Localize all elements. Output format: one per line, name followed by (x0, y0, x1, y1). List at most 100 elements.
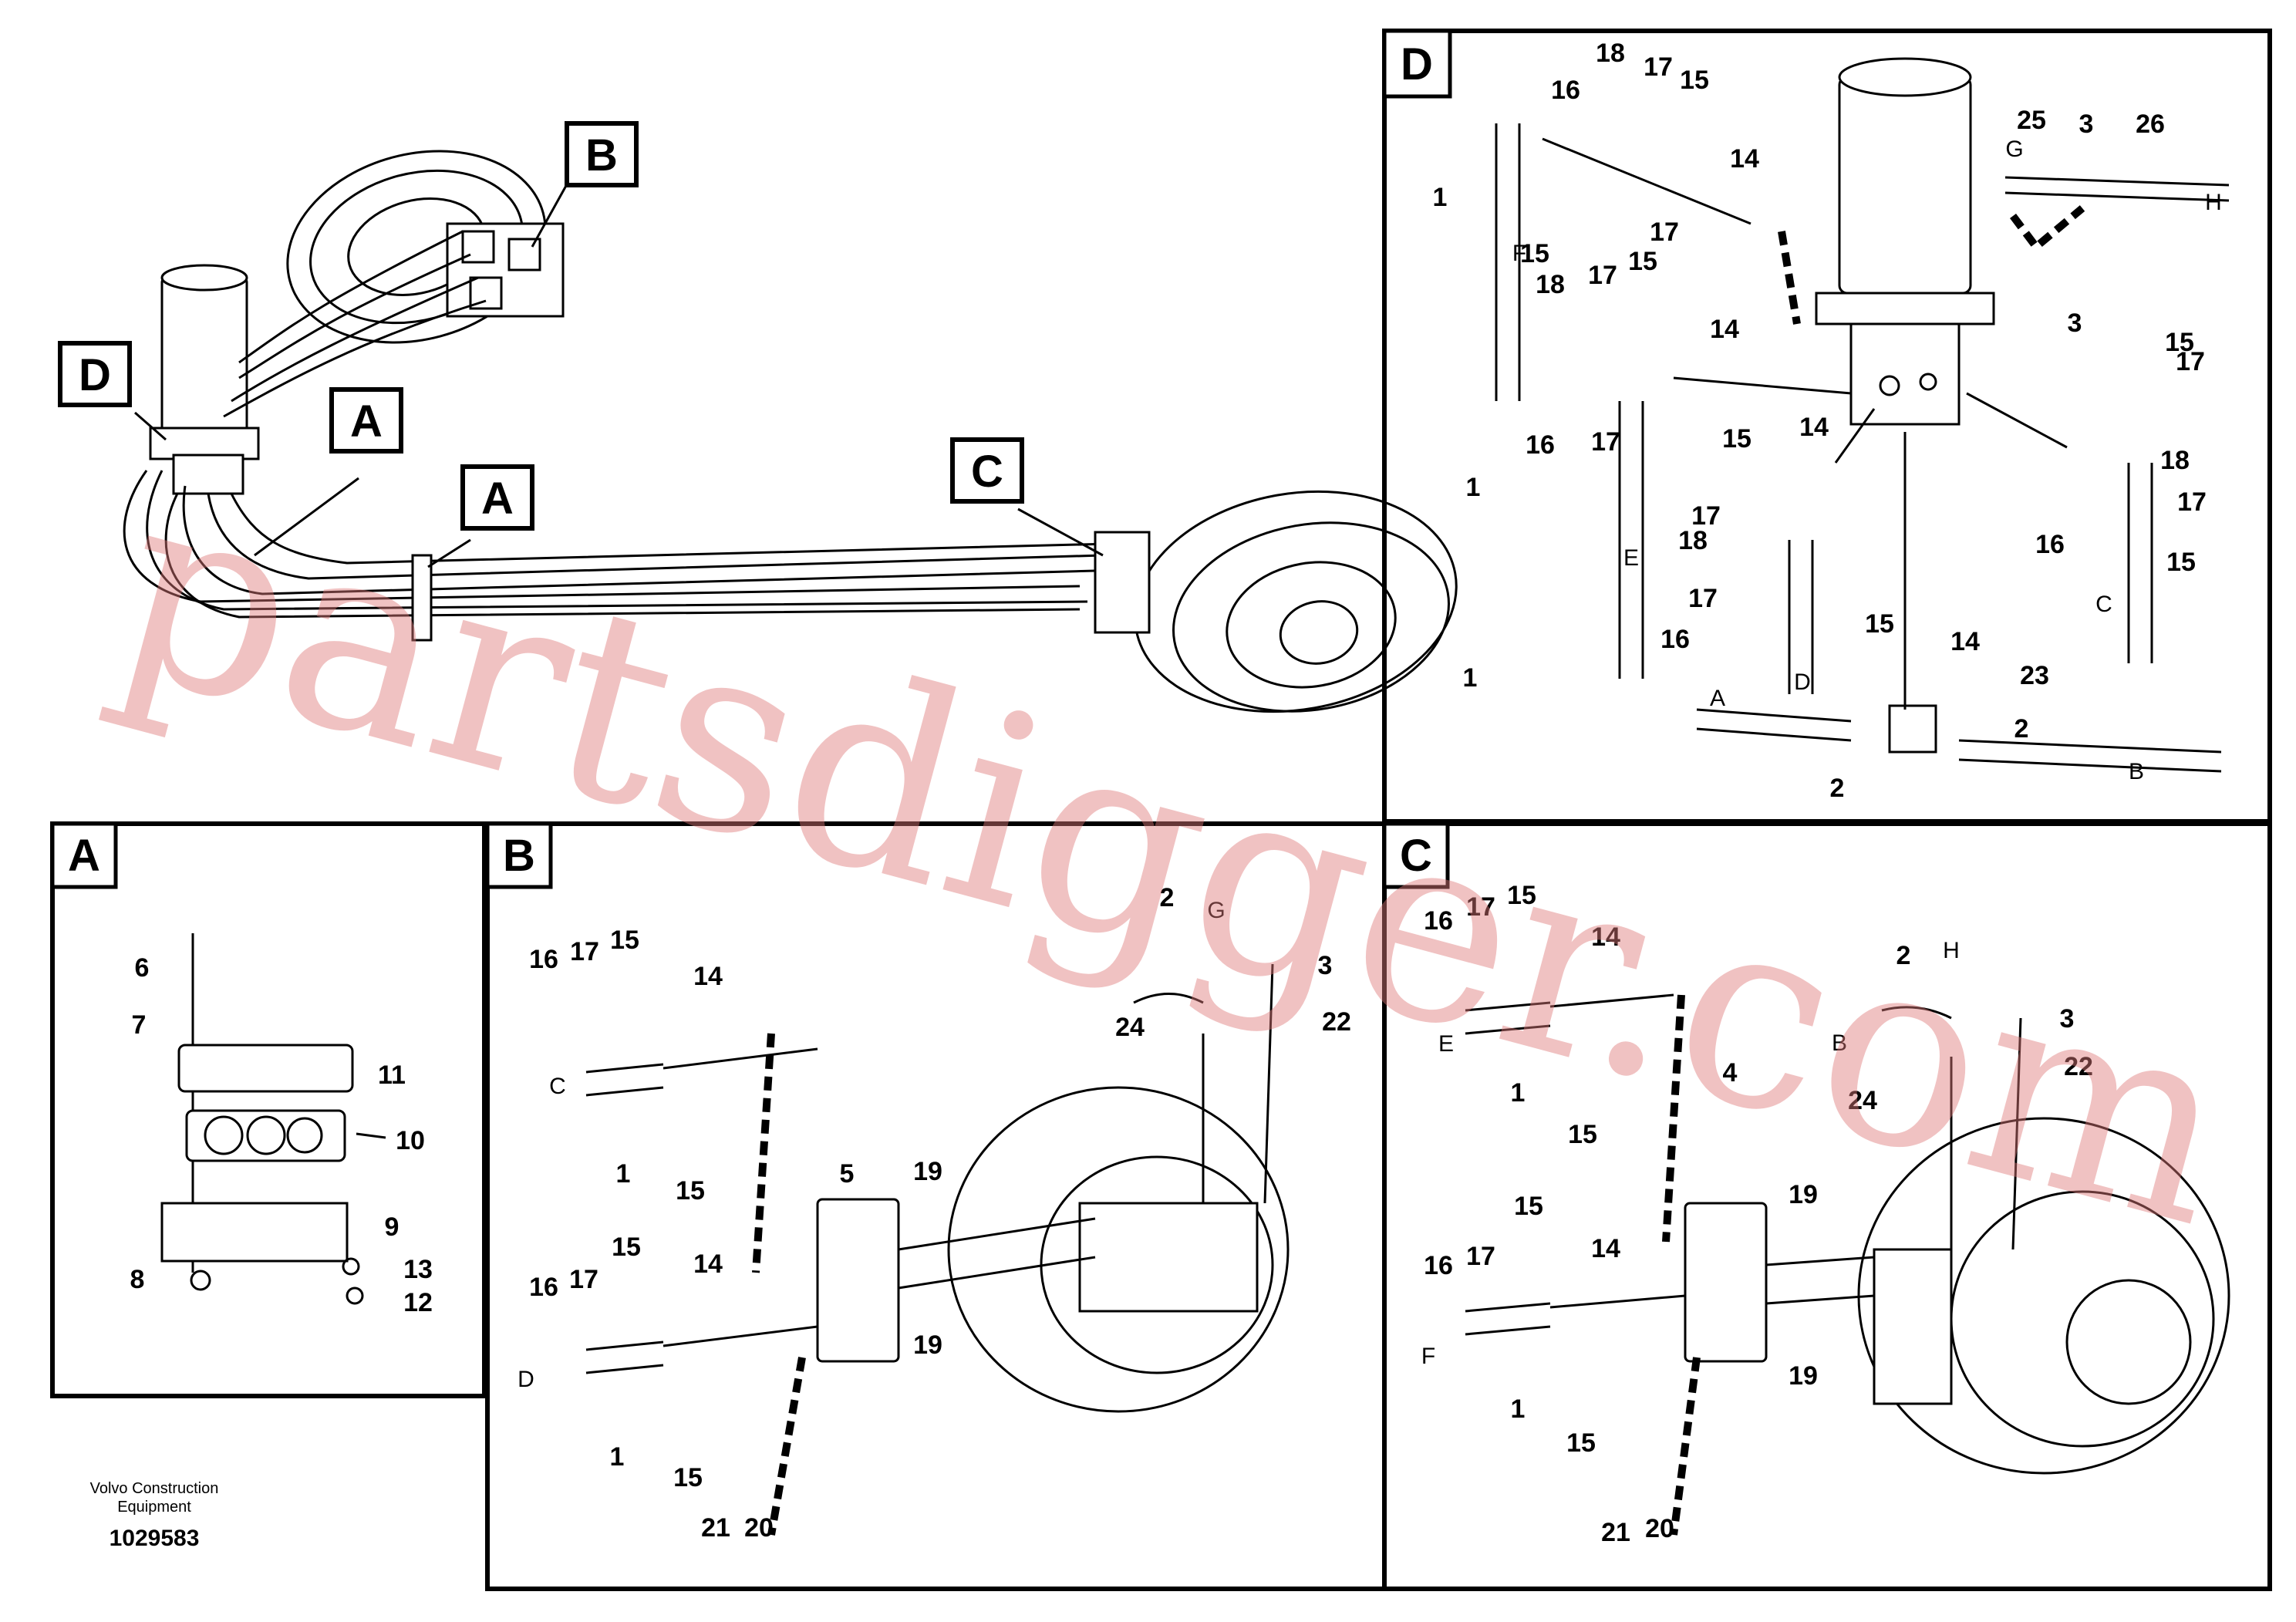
part-callout: 19 (913, 1157, 942, 1186)
hose-end-letter: F (1512, 241, 1526, 266)
part-callout: 16 (1424, 1251, 1453, 1280)
drawing-number: 1029583 (109, 1526, 200, 1551)
part-callout: 14 (1730, 144, 1759, 174)
overview-tag-B: B (565, 121, 639, 187)
hose-end-letter: F (1421, 1344, 1435, 1369)
part-callout: 17 (1650, 218, 1679, 247)
part-callout: 14 (1591, 922, 1620, 952)
part-callout: 19 (1789, 1361, 1818, 1391)
part-callout: 24 (1848, 1086, 1877, 1115)
part-callout: 1 (1463, 663, 1478, 693)
panel-A: A (50, 821, 487, 1398)
part-callout: 5 (840, 1159, 855, 1189)
part-callout: 26 (2136, 110, 2165, 139)
panel-D: D (1382, 29, 2272, 824)
part-callout: 1 (1466, 473, 1481, 502)
hose-end-letter: E (1623, 545, 1639, 571)
part-callout: 25 (2017, 106, 2046, 135)
tag-letter: D (79, 350, 111, 400)
part-callout: 3 (2060, 1004, 2075, 1034)
hose-end-letter: G (1207, 898, 1225, 923)
overview-tag-D: D (58, 341, 132, 407)
hose-end-letter: A (1710, 686, 1725, 711)
part-callout: 16 (1660, 625, 1690, 654)
part-callout: 14 (1950, 627, 1980, 656)
part-callout: 19 (913, 1330, 942, 1360)
part-callout: 15 (1680, 66, 1709, 95)
part-callout: 15 (610, 926, 639, 955)
part-callout: 3 (1318, 951, 1333, 980)
hose-end-letter: C (549, 1074, 566, 1099)
part-callout: 17 (1688, 584, 1718, 613)
part-callout: 14 (693, 1249, 723, 1279)
part-callout: 8 (130, 1265, 145, 1294)
part-callout: 17 (1466, 1242, 1495, 1271)
part-callout: 15 (2166, 548, 2196, 577)
overview-tag-C: C (950, 437, 1024, 504)
panel-D-drawing (1495, 57, 2230, 773)
part-callout: 1 (1511, 1078, 1526, 1108)
part-callout: 17 (1588, 261, 1617, 290)
part-callout: 14 (1710, 315, 1739, 344)
tag-letter: C (971, 447, 1003, 497)
part-callout: 17 (1466, 892, 1495, 922)
part-callout: 3 (2068, 309, 2082, 338)
part-callout: 4 (1723, 1058, 1738, 1088)
part-callout: 15 (673, 1463, 703, 1492)
panel-A-drawing (160, 933, 386, 1305)
part-callout: 15 (1722, 424, 1752, 454)
part-callout: 21 (1601, 1518, 1630, 1547)
tag-letter: A (350, 396, 383, 447)
part-callout: 18 (2160, 446, 2190, 475)
hose-end-letter: E (1438, 1031, 1454, 1057)
part-callout: 17 (1591, 427, 1620, 457)
hose-end-letter: D (1794, 669, 1811, 695)
part-callout: 17 (569, 1265, 598, 1294)
part-callout: 19 (1789, 1180, 1818, 1209)
part-callout: 1 (1433, 183, 1448, 212)
part-callout: 16 (1424, 906, 1453, 936)
part-callout: 18 (1678, 526, 1708, 555)
part-callout: 15 (1566, 1428, 1596, 1458)
part-callout: 23 (2020, 661, 2049, 690)
hose-end-letter: C (2095, 592, 2112, 617)
part-callout: 6 (135, 953, 150, 983)
part-callout: 18 (1536, 270, 1565, 299)
overview-tag-A-1: A (329, 387, 403, 454)
panel-tag: C (1400, 831, 1432, 881)
part-callout: 2 (1160, 883, 1175, 912)
hose-end-letter: B (2129, 759, 2144, 784)
panel-C: C (1382, 821, 2272, 1591)
part-callout: 7 (132, 1010, 147, 1040)
tag-letter: A (481, 474, 514, 524)
part-callout: 20 (1645, 1514, 1674, 1543)
panel-tag: D (1401, 39, 1433, 89)
part-callout: 12 (403, 1288, 433, 1317)
company-name-line2: Equipment (117, 1499, 191, 1516)
panel-B-drawing (585, 963, 1290, 1536)
part-callout: 15 (1520, 239, 1549, 268)
hose-end-letter: B (1832, 1030, 1847, 1056)
overview-tag-A-2: A (460, 464, 534, 531)
company-name-line1: Volvo Construction (89, 1480, 219, 1497)
part-callout: 17 (570, 937, 599, 966)
hose-end-letter: D (518, 1367, 534, 1392)
part-callout: 15 (676, 1176, 705, 1206)
part-callout: 24 (1115, 1013, 1145, 1042)
part-callout: 15 (1568, 1120, 1597, 1149)
part-callout: 16 (529, 1273, 558, 1302)
part-callout: 20 (744, 1513, 774, 1543)
drawing-caption: Volvo Construction Equipment 1029583 (39, 1479, 270, 1552)
part-callout: 1 (610, 1442, 625, 1472)
part-callout: 2 (1896, 941, 1911, 970)
hose-end-letter: H (2205, 190, 2222, 215)
part-callout: 9 (385, 1212, 400, 1242)
part-callout: 14 (693, 962, 723, 991)
part-callout: 1 (616, 1159, 631, 1189)
part-callout: 16 (1526, 430, 1555, 460)
panel-B: B (485, 821, 1387, 1591)
hose-end-letter: G (2005, 137, 2023, 162)
